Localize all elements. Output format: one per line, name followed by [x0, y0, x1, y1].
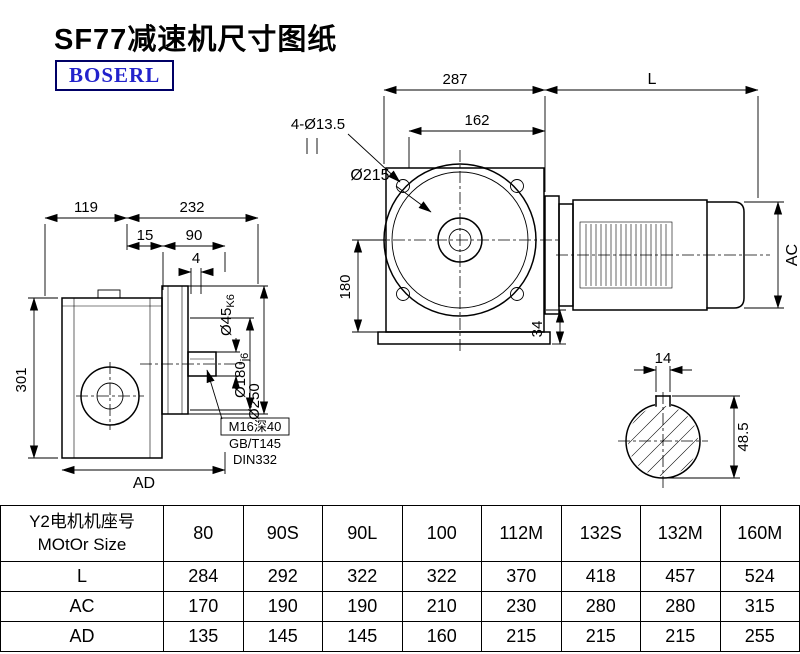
- flange-hole-icon: [510, 179, 524, 193]
- table-row: AC 170 190 190 210 230 280 280 315: [0, 591, 800, 622]
- cell: 322: [322, 561, 403, 592]
- cell: 315: [719, 591, 800, 622]
- cell: 135: [163, 621, 244, 652]
- flange-hole-icon: [510, 287, 524, 301]
- din-standard-label: DIN332: [233, 452, 277, 467]
- cell: 457: [640, 561, 721, 592]
- cell: 160: [401, 621, 482, 652]
- side-dimensions: 119 232 15 90 4 301 AD Ø45K6: [13, 199, 290, 492]
- cell: 418: [560, 561, 641, 592]
- motor-outline: [544, 195, 770, 315]
- dim-162-label: 162: [464, 112, 489, 129]
- cell: 215: [560, 621, 641, 652]
- dim-301-label: 301: [13, 367, 30, 392]
- shaft-tol-value: K6: [225, 294, 237, 307]
- table-row: AD 135 145 145 160 215 215 215 255: [0, 621, 800, 652]
- table-col-100: 100: [401, 505, 482, 562]
- cell: 255: [719, 621, 800, 652]
- table-col-160M: 160M: [719, 505, 800, 562]
- table-row: L 284 292 322 322 370 418 457 524: [0, 561, 800, 592]
- cell: 322: [401, 561, 482, 592]
- cell: 230: [481, 591, 562, 622]
- output-flange-dia-label: Ø250: [246, 383, 263, 420]
- cell: 210: [401, 591, 482, 622]
- dim-AC-label: AC: [784, 244, 800, 266]
- table-col-90S: 90S: [242, 505, 323, 562]
- table-col-112M: 112M: [481, 505, 562, 562]
- side-view: [61, 285, 244, 459]
- cell: 170: [163, 591, 244, 622]
- flange-hole-icon: [396, 287, 410, 301]
- dim-AD-label: AD: [133, 475, 155, 492]
- cell: 145: [242, 621, 323, 652]
- cell: 190: [242, 591, 323, 622]
- cell: 292: [242, 561, 323, 592]
- gb-standard-label: GB/T145: [229, 436, 281, 451]
- flange-dia-label: Ø215: [350, 167, 389, 184]
- cell: 370: [481, 561, 562, 592]
- boserl-logo: BOSERL: [55, 60, 175, 91]
- spigot-tol-value: j6: [239, 353, 251, 363]
- dim-180-label: 180: [337, 274, 354, 299]
- cell: 284: [163, 561, 244, 592]
- keyway-width-label: 14: [655, 350, 672, 367]
- table-header-line2: MOtOr Size: [37, 534, 127, 554]
- boserl-logo-text: BOSERL: [69, 63, 161, 87]
- fan-cowl: [706, 201, 745, 309]
- row-label-AC: AC: [0, 591, 164, 622]
- section-hatching: [628, 406, 698, 476]
- table-col-132S: 132S: [560, 505, 641, 562]
- dim-34-label: 34: [529, 321, 546, 338]
- cell: 524: [719, 561, 800, 592]
- dim-232-label: 232: [179, 199, 204, 216]
- dim-15-label: 15: [137, 227, 154, 244]
- dim-4-label: 4: [192, 250, 200, 267]
- cell: 215: [640, 621, 721, 652]
- row-label-AD: AD: [0, 621, 164, 652]
- front-dimensions: 287 L 162 4-Ø13.5 Ø215 180 34 AC: [291, 71, 800, 345]
- table-header-line1: Y2电机机座号: [29, 511, 135, 531]
- spigot-dia-label: Ø180j6: [232, 353, 251, 398]
- keyway-height-label: 48.5: [735, 422, 752, 451]
- page-title: SF77减速机尺寸图纸: [54, 24, 338, 56]
- cell: 145: [322, 621, 403, 652]
- shaft-section: 14 48.5: [618, 350, 752, 488]
- row-label-L: L: [0, 561, 164, 592]
- cell: 215: [481, 621, 562, 652]
- technical-drawing: 287 L 162 4-Ø13.5 Ø215 180 34 AC: [13, 71, 800, 492]
- cell: 190: [322, 591, 403, 622]
- table-header-motor-size: Y2电机机座号 MOtOr Size: [0, 505, 164, 562]
- shaft-dia-value: Ø45: [218, 308, 235, 336]
- spigot-dia-value: Ø180: [232, 361, 249, 398]
- tap-note-label: M16深40: [229, 419, 282, 434]
- dim-90-label: 90: [186, 227, 203, 244]
- cell: 280: [640, 591, 721, 622]
- table-col-132M: 132M: [640, 505, 721, 562]
- motor-size-table: Y2电机机座号 MOtOr Size 80 90S 90L 100 112M 1…: [0, 505, 800, 652]
- dim-L-label: L: [648, 71, 657, 88]
- shaft-dia-label: Ø45K6: [218, 294, 237, 336]
- table-col-90L: 90L: [322, 505, 403, 562]
- holes-note-label: 4-Ø13.5: [291, 116, 345, 133]
- cell: 280: [560, 591, 641, 622]
- dim-119-label: 119: [74, 199, 98, 216]
- dim-287-label: 287: [442, 71, 467, 88]
- table-col-80: 80: [163, 505, 244, 562]
